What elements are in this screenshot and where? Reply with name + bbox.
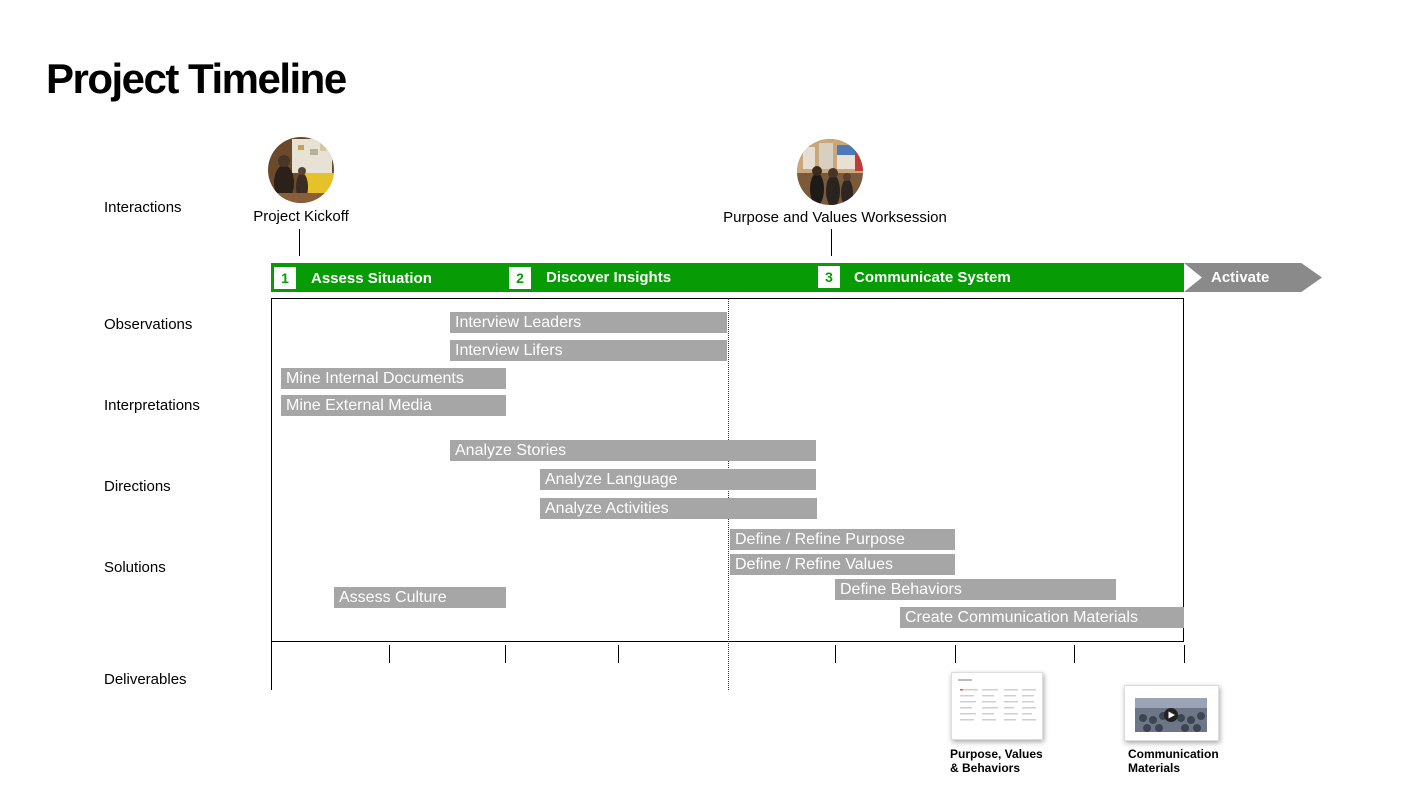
task-bar: Mine Internal Documents (281, 368, 506, 389)
kickoff-marker-line (299, 229, 300, 256)
row-label-solutions: Solutions (104, 559, 166, 576)
deliverable-thumbnail-video (1124, 685, 1219, 741)
task-bar: Define / Refine Values (730, 554, 955, 575)
deliverable-thumbnail-document (951, 672, 1043, 740)
worksession-photo (797, 139, 863, 205)
phase-2-name: Discover Insights (546, 269, 672, 286)
page-title: Project Timeline (46, 55, 347, 102)
row-label-observations: Observations (104, 316, 193, 333)
task-bar: Assess Culture (334, 587, 506, 608)
kickoff-photo (268, 137, 334, 203)
task-bar: Analyze Language (540, 469, 816, 490)
phase-bar (271, 263, 1184, 292)
timeline-box (271, 298, 1184, 642)
row-label-interpretations: Interpretations (104, 397, 200, 414)
axis-tick (955, 645, 956, 663)
axis-tick (618, 645, 619, 663)
phase-1-number: 1 (273, 266, 297, 290)
axis-tick (389, 645, 390, 663)
deliverable-label: Purpose, Values & Behaviors (950, 747, 1043, 775)
midpoint-dotted-line (728, 298, 729, 690)
phase-3-name: Communicate System (854, 269, 1011, 286)
task-bar: Interview Lifers (450, 340, 727, 361)
task-bar: Define Behaviors (835, 579, 1116, 600)
phase-1-name: Assess Situation (311, 270, 432, 287)
phase-2-number: 2 (508, 266, 532, 290)
row-label-interactions: Interactions (104, 199, 182, 216)
task-bar: Mine External Media (281, 395, 506, 416)
axis-left-line (271, 642, 272, 690)
activate-arrow: Activate (1184, 263, 1322, 292)
axis-tick (1184, 645, 1185, 663)
axis-tick (835, 645, 836, 663)
phase-3-number: 3 (817, 265, 841, 289)
worksession-marker-line (831, 229, 832, 256)
axis-tick (1074, 645, 1075, 663)
interaction-kickoff-label: Project Kickoff (253, 208, 349, 225)
interaction-worksession-label: Purpose and Values Worksession (723, 209, 947, 226)
axis-tick (505, 645, 506, 663)
deliverable-label: Communication Materials (1128, 747, 1219, 775)
activate-label: Activate (1211, 269, 1270, 286)
task-bar: Create Communication Materials (900, 607, 1184, 628)
task-bar: Analyze Activities (540, 498, 817, 519)
row-label-directions: Directions (104, 478, 171, 495)
task-bar: Define / Refine Purpose (730, 529, 955, 550)
row-label-deliverables: Deliverables (104, 671, 187, 688)
task-bar: Analyze Stories (450, 440, 816, 461)
task-bar: Interview Leaders (450, 312, 727, 333)
